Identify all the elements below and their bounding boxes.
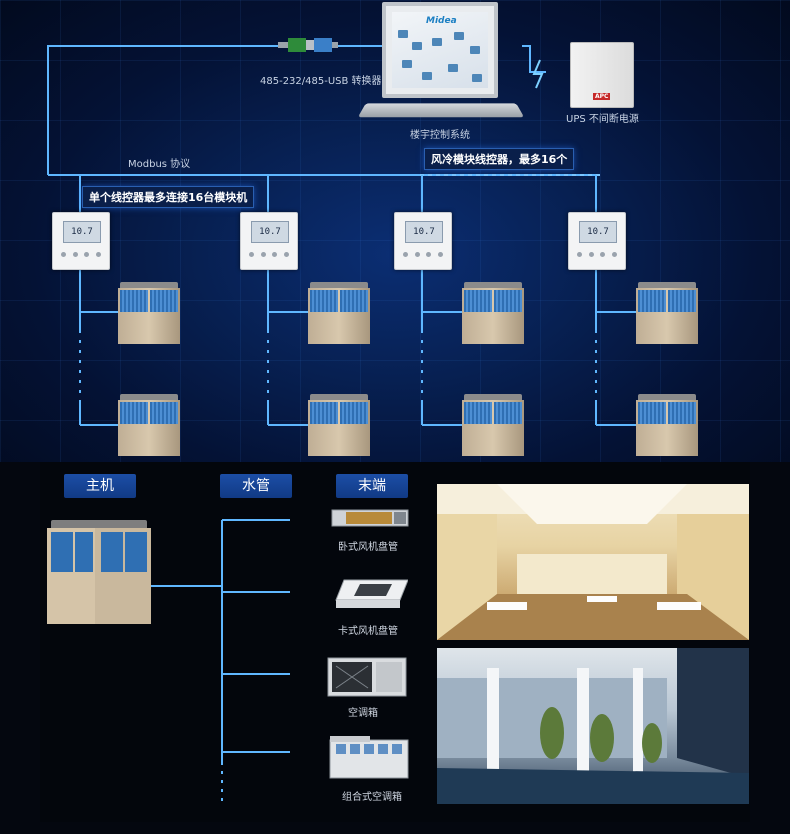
system-diagram: 485-232/485-USB 转换器 Midea 楼宇控制系统 APC UPS… (0, 0, 790, 462)
terminal-label: 组合式空调箱 (342, 792, 402, 803)
atrium-photo (437, 648, 749, 804)
ups-device: APC (570, 42, 634, 108)
converter-device (278, 36, 338, 54)
wiring-lines (47, 45, 636, 426)
modular-chiller-unit (308, 394, 370, 456)
terminal-label: 空调箱 (348, 708, 378, 719)
banner-max-controllers: 风冷模块线控器，最多16个 (424, 148, 575, 170)
monitor: Midea (382, 2, 498, 98)
wired-controller: 10.7 (240, 212, 298, 270)
terminal-label: 卡式风机盘管 (338, 626, 398, 637)
horizontal-fan-coil-icon (330, 506, 410, 532)
modular-chiller-unit (118, 394, 180, 456)
modular-chiller-unit (118, 282, 180, 344)
lightning-icon (532, 59, 544, 89)
modular-chiller-unit (462, 394, 524, 456)
restaurant-photo (437, 484, 749, 640)
modular-chiller-unit (636, 282, 698, 344)
combined-air-handler-icon (328, 734, 410, 782)
banner-max-units: 单个线控器最多连接16台模块机 (82, 186, 255, 208)
protocol-label: Modbus 协议 (128, 159, 191, 170)
controller-display: 10.7 (63, 221, 101, 243)
modular-chiller-unit (636, 394, 698, 456)
computer-label: 楼宇控制系统 (410, 130, 470, 141)
apc-logo: APC (593, 93, 611, 100)
pipe-header: 水管 (220, 474, 292, 498)
controller-display: 10.7 (251, 221, 289, 243)
keyboard (357, 103, 525, 118)
control-computer: Midea (357, 2, 525, 120)
modular-chiller-unit (462, 282, 524, 344)
wire-computer-ups (522, 45, 546, 73)
controller-display: 10.7 (405, 221, 443, 243)
terminal-label: 卧式风机盘管 (338, 542, 398, 553)
ups-label: UPS 不间断电源 (566, 114, 639, 125)
host-header: 主机 (64, 474, 136, 498)
controller-display: 10.7 (579, 221, 617, 243)
wired-controller: 10.7 (52, 212, 110, 270)
host-chiller-unit (47, 520, 151, 624)
cassette-fan-coil-icon (330, 570, 409, 612)
midea-logo: Midea (426, 16, 457, 26)
wire-top-left (47, 45, 282, 175)
water-pipe-lines (150, 519, 290, 802)
air-handler-icon (326, 656, 408, 700)
wired-controller: 10.7 (394, 212, 452, 270)
terminal-header: 末端 (336, 474, 408, 498)
modular-chiller-unit (308, 282, 370, 344)
converter-label: 485-232/485-USB 转换器 (260, 76, 382, 87)
monitor-screen: Midea (392, 12, 488, 88)
wired-controller: 10.7 (568, 212, 626, 270)
